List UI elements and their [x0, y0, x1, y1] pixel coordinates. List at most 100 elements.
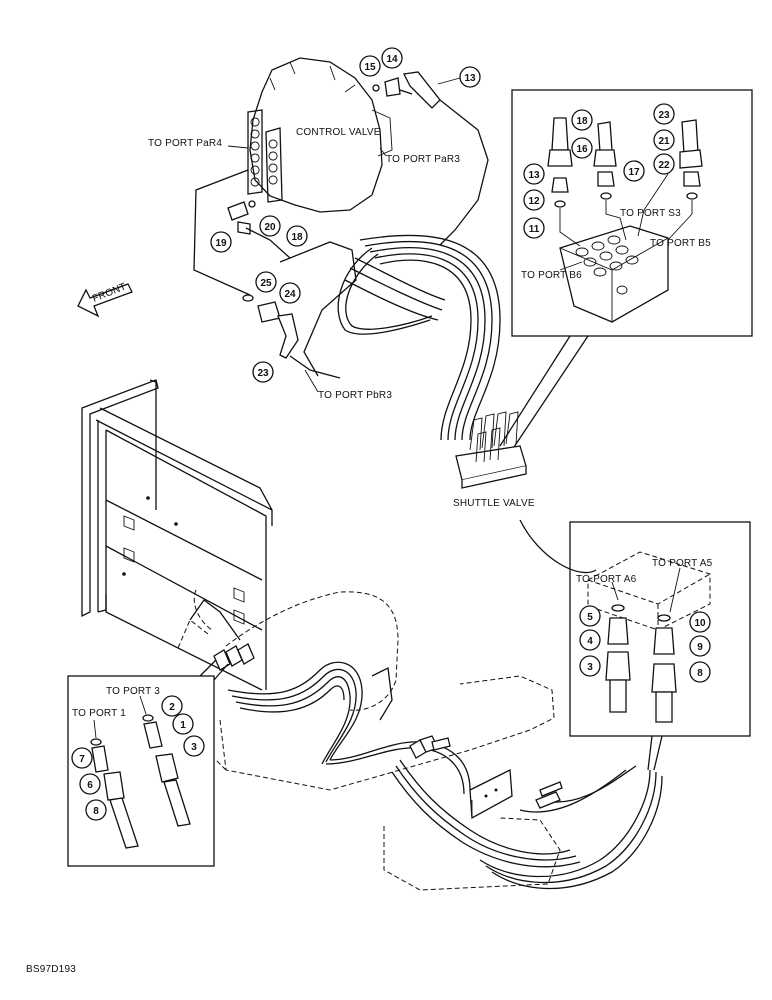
- svg-text:25: 25: [260, 278, 272, 289]
- front-arrow: FRONT: [77, 281, 133, 318]
- callout-2: [161, 695, 183, 717]
- detail-pointer-left: [199, 659, 229, 681]
- svg-text:21: 21: [658, 136, 670, 147]
- control-valve-label: CONTROL VALVE: [296, 127, 381, 138]
- label-to-port-par4: TO PORT PaR4: [148, 138, 222, 149]
- svg-text:13: 13: [464, 73, 476, 84]
- fitting-19-20: [227, 200, 292, 263]
- callout-5: [579, 605, 601, 627]
- callout-24: [279, 282, 301, 304]
- svg-text:5: 5: [587, 612, 593, 623]
- svg-text:9: 9: [697, 642, 703, 653]
- svg-text:10: 10: [694, 618, 706, 629]
- callout-16: [571, 137, 593, 159]
- callout-8-left: [85, 799, 107, 821]
- svg-text:11: 11: [529, 224, 540, 235]
- callout-12: [523, 189, 545, 211]
- svg-text:4: 4: [587, 636, 593, 647]
- label-shuttle-valve: SHUTTLE VALVE: [453, 498, 535, 509]
- drawing-code: BS97D193: [26, 964, 76, 975]
- svg-text:17: 17: [628, 167, 640, 178]
- callout-15: [359, 55, 381, 77]
- svg-text:20: 20: [264, 222, 276, 233]
- callout-1: [172, 713, 194, 735]
- svg-text:23: 23: [658, 110, 670, 121]
- callout-8-right: [689, 661, 711, 683]
- svg-text:8: 8: [697, 668, 703, 679]
- detail-pointer-top: [499, 335, 589, 451]
- label-to-port-s3: TO PORT S3: [620, 208, 681, 219]
- callout-18-top: [286, 225, 308, 247]
- svg-text:6: 6: [87, 780, 93, 791]
- svg-text:22: 22: [658, 160, 670, 171]
- svg-text:3: 3: [587, 662, 593, 673]
- fitting-stack-18: [593, 121, 627, 241]
- pointer-cab-hook: [189, 599, 241, 641]
- callout-7: [71, 747, 93, 769]
- svg-text:8: 8: [93, 806, 99, 817]
- detail-box-shuttle: [511, 89, 753, 337]
- front-label: FRONT: [91, 281, 128, 304]
- hose-bundle-upper: [337, 234, 501, 441]
- callout-22: [653, 153, 675, 175]
- fitting-23-25: [242, 294, 341, 379]
- fitting-stack-13: [547, 117, 581, 247]
- detail-box-ports-1-3: [67, 675, 215, 867]
- cab-frame: [81, 379, 273, 691]
- label-to-port-3: TO PORT 3: [106, 686, 160, 697]
- callout-23-top: [252, 361, 274, 383]
- callout-4: [579, 629, 601, 651]
- label-to-port-pbr3: TO PORT PbR3: [318, 390, 392, 401]
- callout-10: [689, 611, 711, 633]
- hose-bundle-lower: [227, 661, 663, 890]
- label-to-port-b5: TO PORT B5: [650, 238, 711, 249]
- callout-3-left: [183, 735, 205, 757]
- label-to-port-b6: TO PORT B6: [521, 270, 582, 281]
- fitting-stack-23: [637, 119, 703, 241]
- callout-9: [689, 635, 711, 657]
- svg-text:1: 1: [180, 720, 186, 731]
- pointer-lower-hook: [371, 667, 393, 721]
- svg-text:18: 18: [576, 116, 588, 127]
- fitting-stack-a5: [651, 614, 677, 723]
- callout-14: [381, 47, 403, 69]
- label-to-port-a6: TO PORT A6: [576, 574, 637, 585]
- callout-19: [210, 231, 232, 253]
- callout-18-box: [571, 109, 593, 131]
- svg-text:7: 7: [79, 754, 85, 765]
- shuttle-valve: [455, 411, 527, 489]
- svg-text:13: 13: [528, 170, 540, 181]
- svg-text:16: 16: [576, 144, 588, 155]
- lower-fittings: [213, 643, 563, 820]
- callout-25: [255, 271, 277, 293]
- callout-20: [259, 215, 281, 237]
- callout-13-top: [459, 66, 481, 88]
- detail-pointer-right: [647, 735, 663, 771]
- svg-text:23: 23: [257, 368, 269, 379]
- label-to-port-1: TO PORT 1: [72, 708, 126, 719]
- svg-text:15: 15: [364, 62, 376, 73]
- shuttle-block-detail: [559, 225, 669, 323]
- callout-17: [623, 160, 645, 182]
- fitting-stack-a6: [605, 604, 631, 713]
- fitting-stack-port-3: [142, 714, 191, 827]
- lower-body-dashed: [177, 589, 561, 891]
- pointer-shuttle-to-box: [519, 519, 597, 574]
- svg-text:2: 2: [169, 702, 175, 713]
- fitting-stack-port-1: [90, 738, 139, 849]
- label-to-port-par3: TO PORT PaR3: [386, 154, 460, 165]
- callout-23-box: [653, 103, 675, 125]
- callout-6: [79, 773, 101, 795]
- callout-11: [523, 217, 545, 239]
- svg-text:18: 18: [291, 232, 303, 243]
- label-to-port-a5: TO PORT A5: [652, 558, 713, 569]
- callout-13-box: [523, 163, 545, 185]
- svg-text:3: 3: [191, 742, 197, 753]
- fitting-13-15: [372, 71, 441, 109]
- callout-21: [653, 129, 675, 151]
- svg-text:12: 12: [528, 196, 540, 207]
- detail-box-ports-a: [569, 521, 751, 737]
- callout-3-right: [579, 655, 601, 677]
